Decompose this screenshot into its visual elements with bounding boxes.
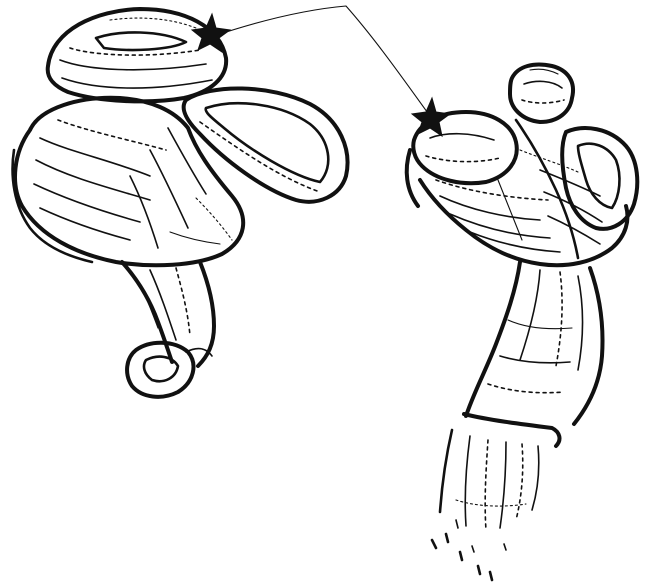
pointer-leader-line [214, 6, 430, 116]
right-flared-tip [440, 414, 559, 530]
right-top-knob [510, 65, 573, 123]
right-stem [466, 262, 603, 424]
left-upper-lobe [48, 9, 226, 101]
left-open-ring [184, 88, 348, 201]
pointer-annotation [192, 6, 450, 136]
left-specimen [13, 9, 348, 397]
right-specimen [407, 65, 638, 581]
right-scattered-marks [432, 520, 506, 580]
left-central-mass [13, 98, 244, 265]
